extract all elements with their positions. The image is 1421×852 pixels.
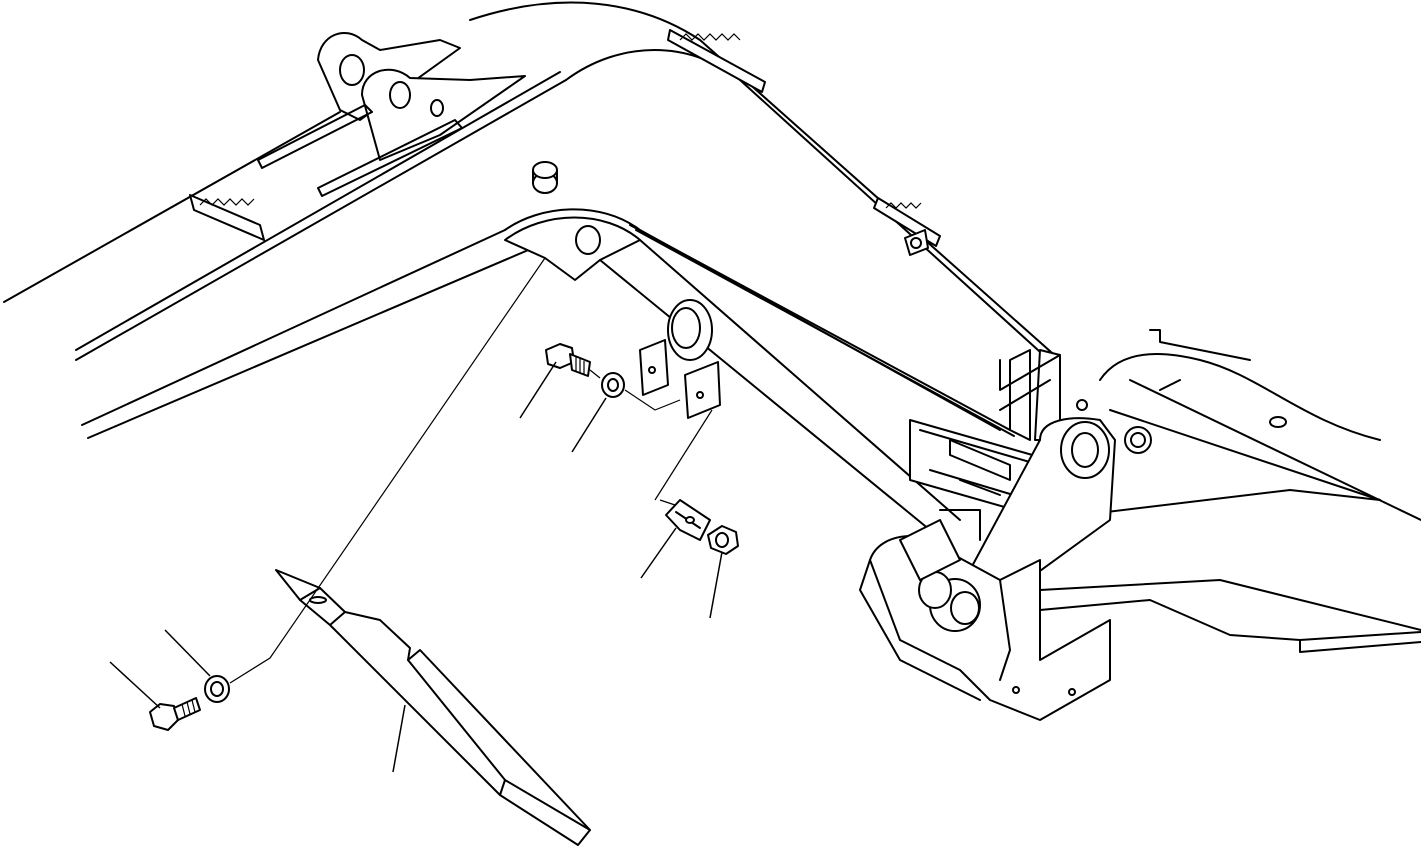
washer-lower bbox=[204, 675, 230, 703]
guard-plate bbox=[275, 569, 591, 846]
bolt-upper bbox=[545, 343, 591, 377]
nut bbox=[707, 525, 739, 555]
bolt-lower bbox=[149, 697, 201, 731]
swing-frame bbox=[1039, 329, 1421, 653]
assembly-lines bbox=[229, 257, 713, 684]
boom-foot bbox=[859, 349, 1116, 721]
clip bbox=[665, 499, 711, 541]
boom-upper-frame bbox=[3, 1, 1061, 371]
leader-lines bbox=[109, 361, 723, 773]
washer-upper bbox=[601, 372, 625, 398]
boom-lower-frame bbox=[81, 208, 1015, 531]
